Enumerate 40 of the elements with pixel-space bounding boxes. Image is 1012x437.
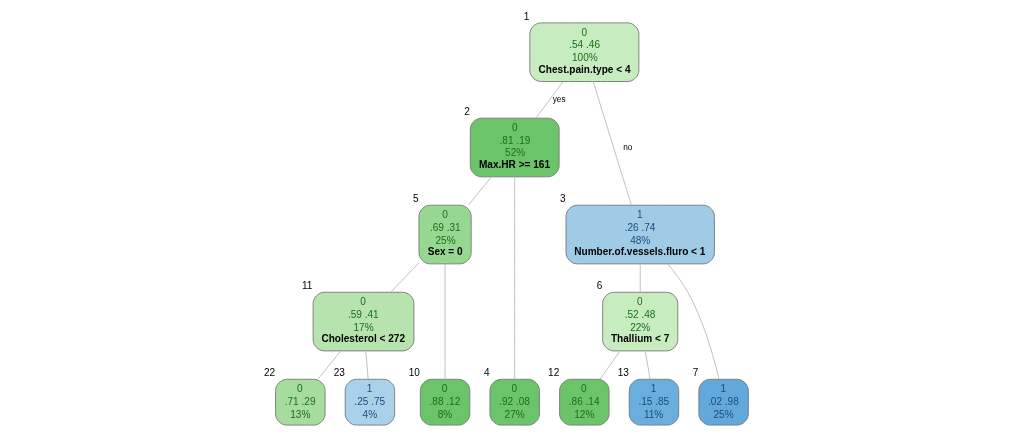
node-label: 13 xyxy=(617,367,629,379)
node-box: 0 .59 .41 17% Cholesterol < 272 xyxy=(312,291,415,352)
node-box: 1 .26 .74 48% Number.of.vessels.fluro < 1 xyxy=(565,204,715,265)
connector xyxy=(514,176,516,380)
connector xyxy=(390,262,420,293)
edge-label: no xyxy=(623,142,633,152)
node-box: 0 .88 .12 8% xyxy=(419,378,471,426)
connector xyxy=(639,263,641,293)
edge-label: yes xyxy=(552,94,566,104)
connector xyxy=(667,263,720,380)
node-label: 5 xyxy=(412,193,419,205)
node-box: 0 .54 .46 100% Chest.pain.type < 4 xyxy=(529,22,640,82)
node-box: 0 .86 .14 12% xyxy=(559,378,610,426)
node-box: 0 .81 .19 52% Max.HR >= 161 xyxy=(469,117,560,178)
connector xyxy=(365,350,369,380)
node-box: 1 .25 .75 4% xyxy=(344,378,396,426)
node-label: 10 xyxy=(408,367,420,379)
node-label: 4 xyxy=(483,367,490,379)
node-box: 0 .92 .08 27% xyxy=(489,378,540,426)
node-label: 12 xyxy=(548,367,560,379)
node-box: 0 .52 .48 22% Thallium < 7 xyxy=(602,291,679,352)
node-label: 3 xyxy=(560,193,566,205)
node-label: 22 xyxy=(264,367,276,379)
connector xyxy=(468,176,492,206)
node-label: 7 xyxy=(692,367,699,379)
node-label: 1 xyxy=(523,10,530,22)
connector xyxy=(592,81,632,206)
node-box: 0 .71 .29 13% xyxy=(275,378,326,426)
node-box: 1 .15 .85 11% xyxy=(628,378,680,426)
connector xyxy=(644,350,651,380)
connector xyxy=(317,350,342,380)
node-box: 0 .69 .31 25% Sex = 0 xyxy=(418,204,472,265)
node-label: 6 xyxy=(596,280,603,292)
connector xyxy=(599,350,621,380)
node-label: 23 xyxy=(333,367,345,379)
node-box: 1 .02 .98 25% xyxy=(698,378,749,426)
connector xyxy=(535,81,564,119)
connector xyxy=(444,263,446,380)
node-label: 2 xyxy=(464,106,470,118)
node-label: 11 xyxy=(301,280,313,292)
